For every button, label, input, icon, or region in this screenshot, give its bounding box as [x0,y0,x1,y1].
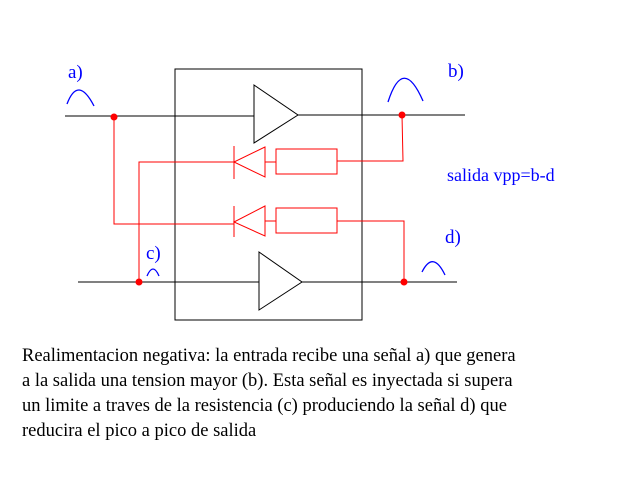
feedback-network [113,114,405,282]
waveform-b-icon [387,77,424,103]
bottom-amplifier [258,251,303,311]
waveform-a-icon [66,89,95,107]
description-line: un limite a traves de la resistencia (c)… [22,396,507,416]
waveform-icons [66,77,446,277]
waveform-d-icon [421,261,446,276]
formula-label: salida vpp=b-d [447,165,555,185]
top-amplifier [253,84,299,144]
label-d: d) [445,227,461,248]
label-b: b) [448,61,464,82]
description-line: reducira el pico a pico de salida [22,421,257,441]
junction-dots [110,111,408,286]
label-a: a) [68,62,83,83]
description: Realimentacion negativa: la entrada reci… [22,344,622,444]
description-line: a la salida una tension mayor (b). Esta … [22,371,513,391]
diode-2 [232,205,266,237]
description-line: Realimentacion negativa: la entrada reci… [22,346,516,366]
ic-box [174,68,363,321]
diode-1 [232,146,266,178]
resistor-1 [275,148,338,175]
bottom-channel [78,251,457,311]
waveform-c-icon [146,268,160,277]
resistor-2 [275,207,338,234]
top-channel [65,84,465,144]
label-c: c) [146,243,161,264]
